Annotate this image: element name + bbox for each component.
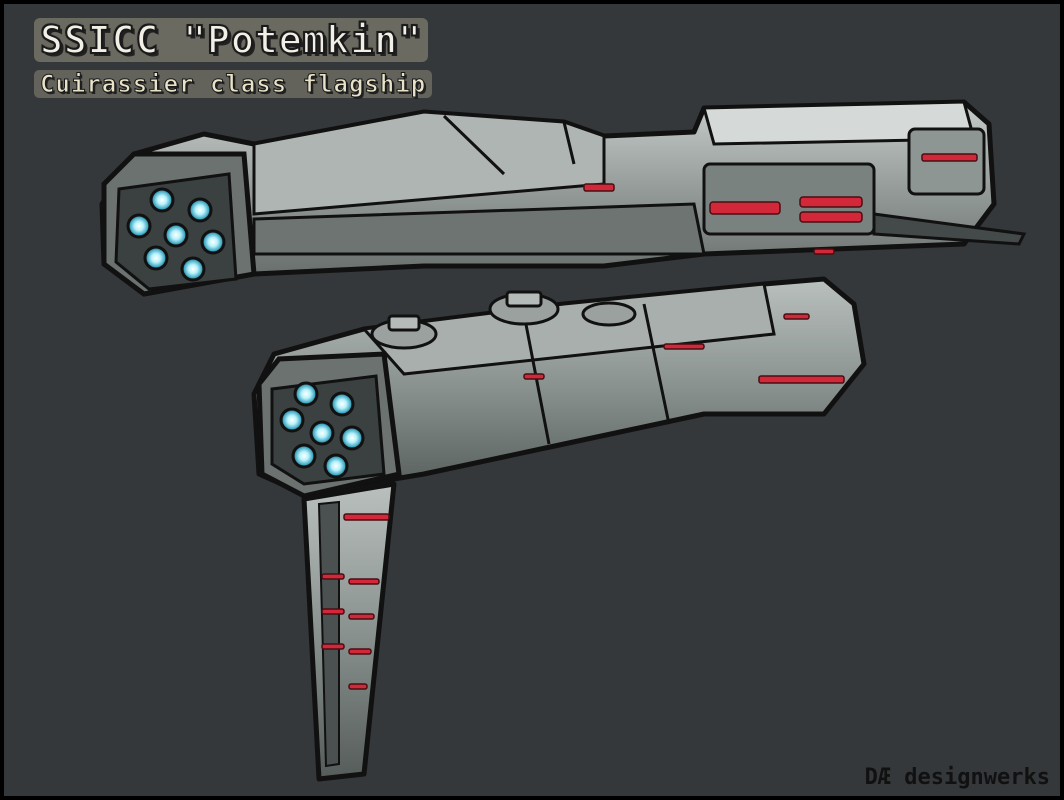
engine-cluster-lower	[279, 381, 365, 479]
upper-hull	[99, 99, 1027, 297]
accent-lights-upper	[583, 153, 978, 255]
spaceship-illustration	[99, 99, 1027, 782]
ventral-fin	[301, 481, 397, 782]
subtitle-text: Cuirassier class flagship	[34, 70, 433, 99]
turrets	[370, 290, 637, 350]
engine-cluster-upper	[126, 187, 226, 282]
title-text: SSICC "Potemkin"	[34, 17, 429, 63]
lower-hull	[251, 276, 867, 499]
artist-credit: DÆ designwerks	[864, 765, 1050, 790]
accent-lights-lower	[523, 313, 845, 384]
